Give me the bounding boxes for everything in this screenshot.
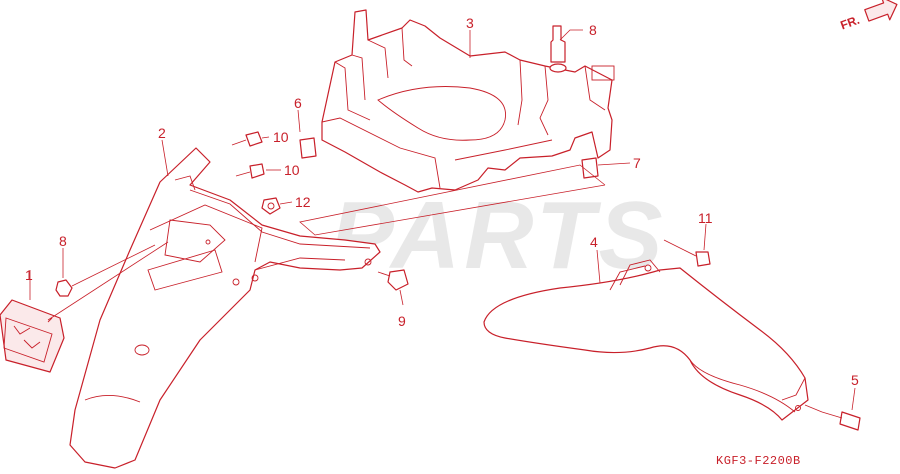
part-12-nut[interactable] xyxy=(261,197,281,215)
callout-11: 11 xyxy=(698,210,713,226)
callout-8-left: 8 xyxy=(59,233,67,249)
part-4-splash-guard[interactable] xyxy=(483,259,809,421)
callout-10-lower: 10 xyxy=(284,162,300,178)
callout-6: 6 xyxy=(294,95,302,111)
callout-2: 2 xyxy=(158,125,166,141)
part-10-bolt-lower[interactable] xyxy=(235,163,265,179)
callout-1: 1 xyxy=(25,267,33,283)
watermark: PARTS xyxy=(330,182,667,289)
part-6-clip[interactable] xyxy=(299,137,317,159)
part-1-reflector[interactable] xyxy=(0,299,65,373)
part-8-bolt-left[interactable] xyxy=(55,279,73,297)
part-7-clip[interactable] xyxy=(581,157,599,179)
callout-10-upper: 10 xyxy=(273,129,289,145)
callout-4: 4 xyxy=(590,234,598,250)
part-8-bolt-top[interactable] xyxy=(549,25,567,73)
diagram-code: KGF3-F2200B xyxy=(716,454,801,468)
part-10-bolt-upper[interactable] xyxy=(231,131,263,147)
part-11-bolt[interactable] xyxy=(683,249,711,267)
leader-lines xyxy=(29,29,856,413)
front-label: FR. xyxy=(838,13,861,33)
front-direction-arrow: FR. xyxy=(838,0,898,33)
callout-numbers: 3 8 6 10 10 12 2 7 8 1 9 4 11 5 xyxy=(25,15,859,388)
callout-8-top: 8 xyxy=(589,22,597,38)
callout-12: 12 xyxy=(295,194,311,210)
part-9-bolt[interactable] xyxy=(377,269,409,291)
part-3-inner-frame[interactable] xyxy=(321,9,615,193)
callout-7: 7 xyxy=(633,155,641,171)
callout-9: 9 xyxy=(398,313,406,329)
callout-3: 3 xyxy=(466,15,474,31)
part-5-bolt[interactable] xyxy=(821,411,861,431)
callout-5: 5 xyxy=(851,372,859,388)
part-2-rear-fender[interactable] xyxy=(69,147,381,469)
